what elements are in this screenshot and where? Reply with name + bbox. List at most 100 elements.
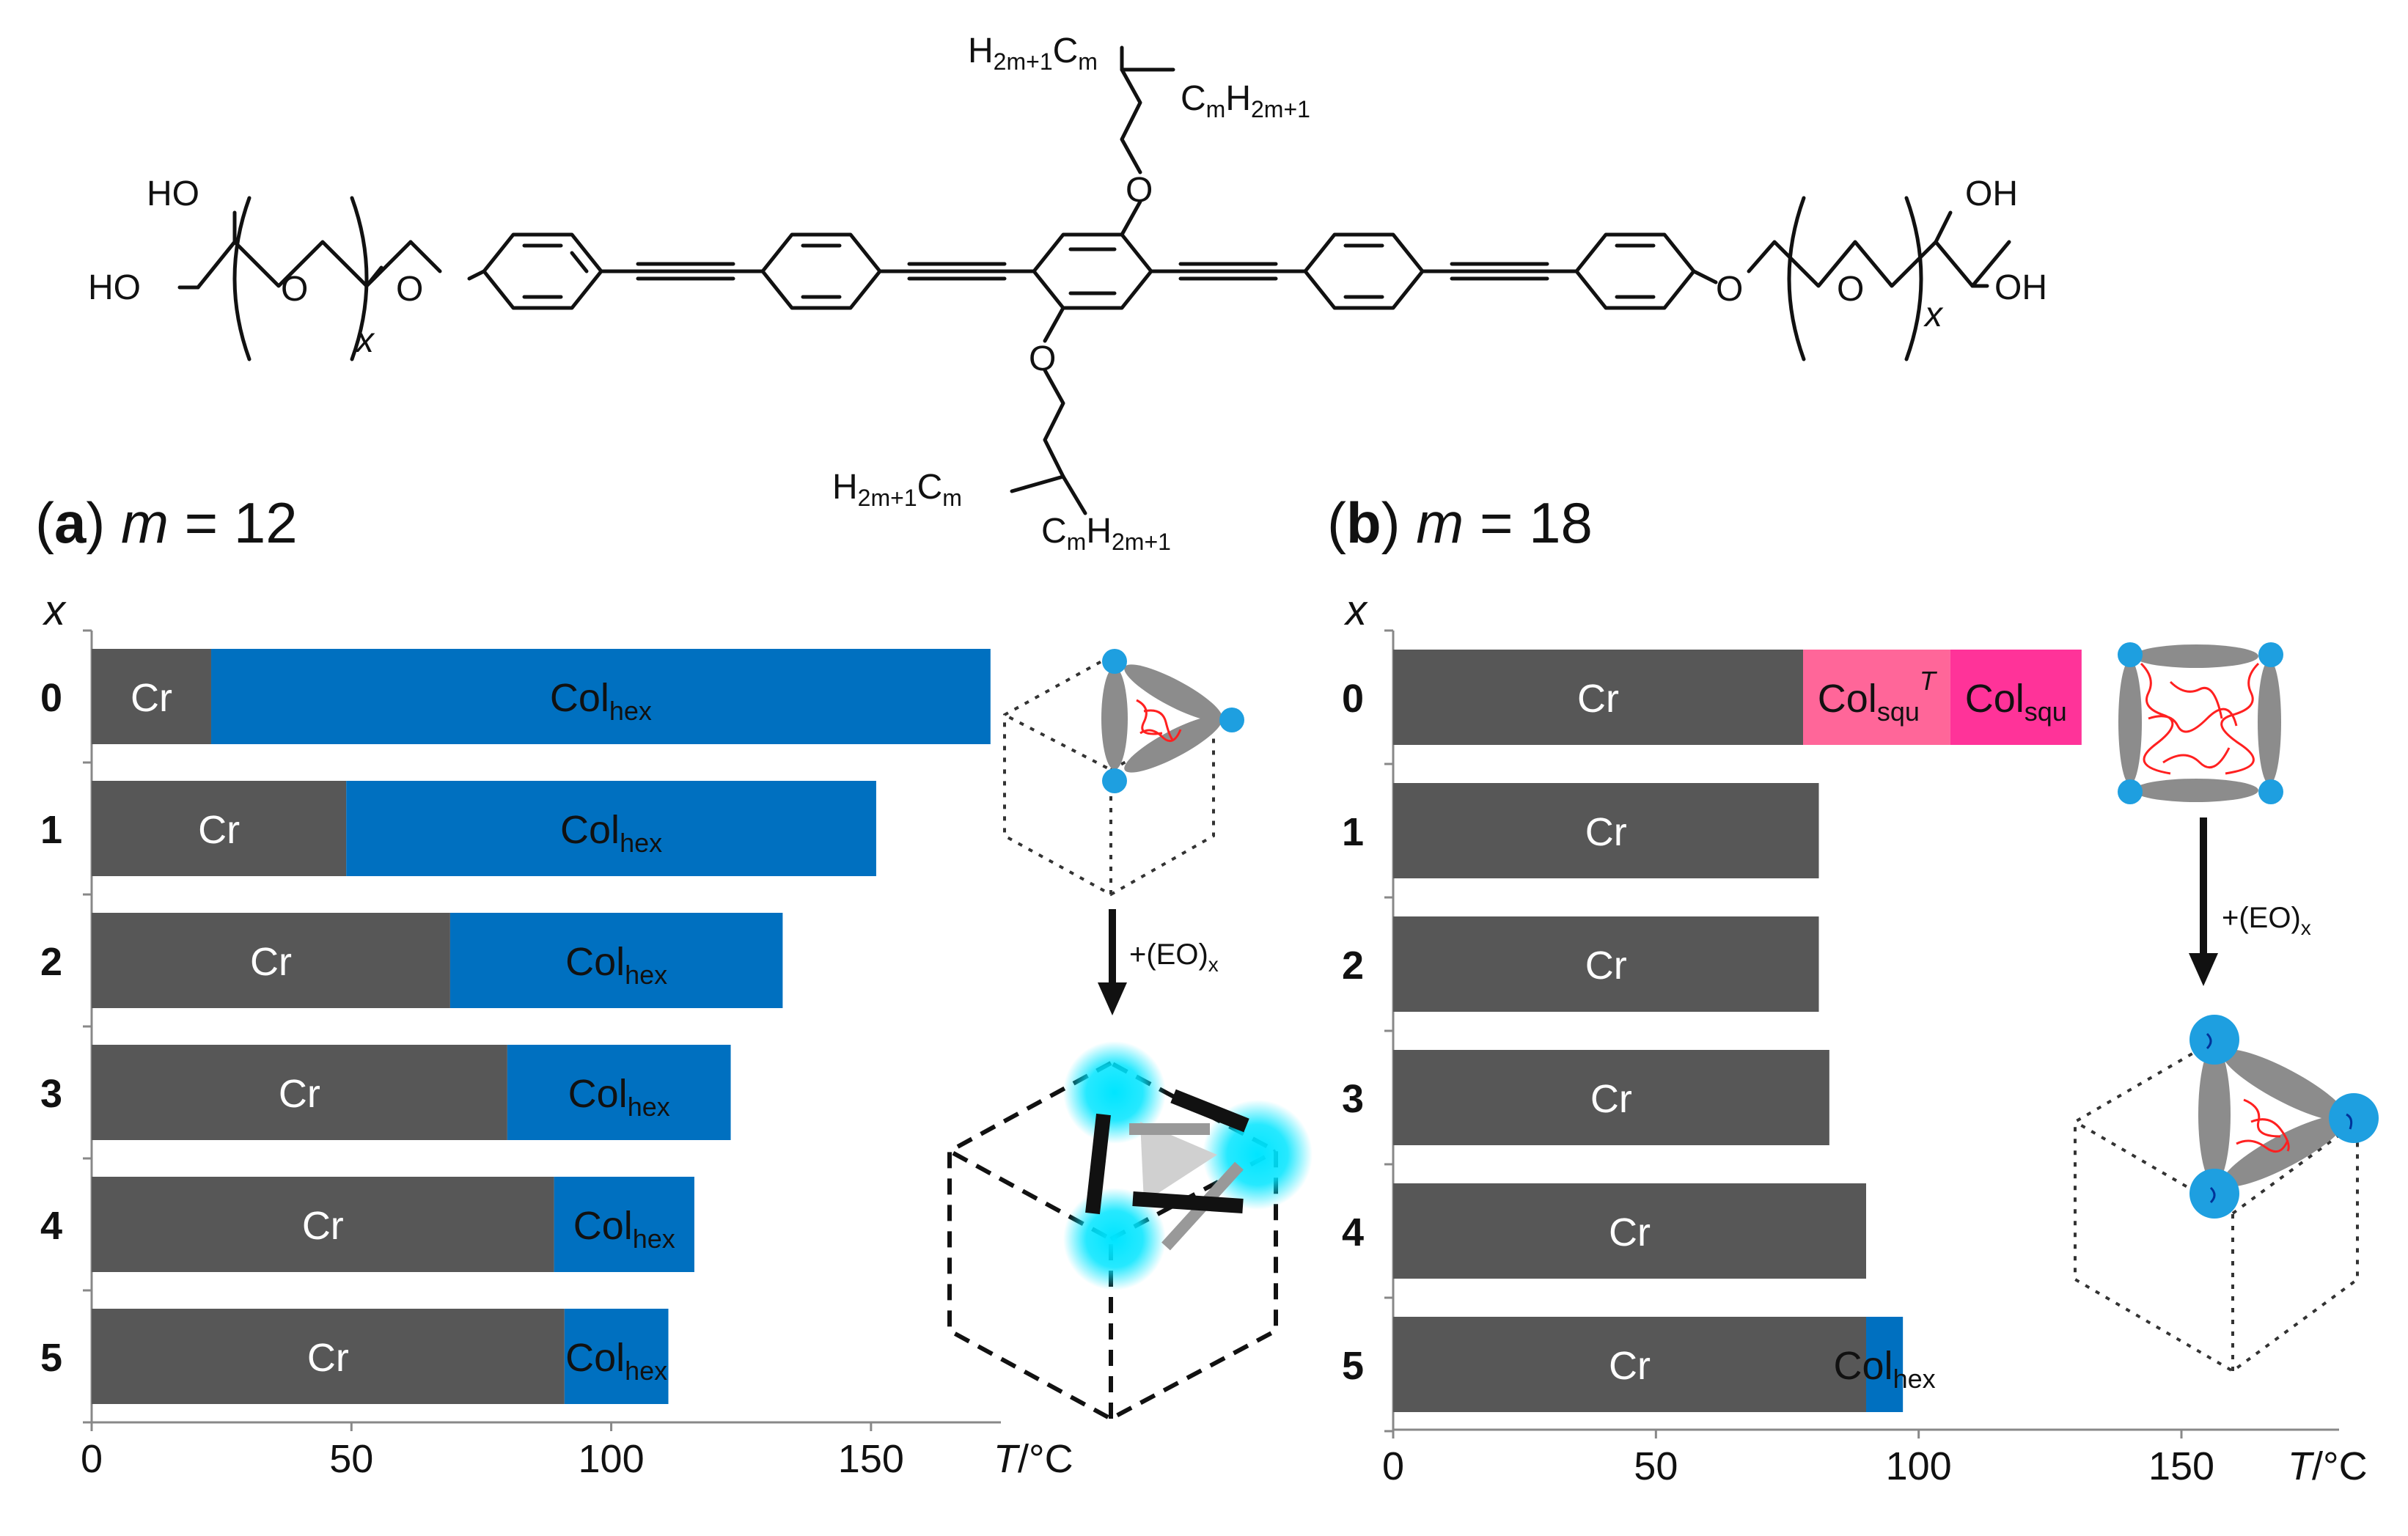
- bar-segment-cr: [1393, 783, 1819, 878]
- bar-segment-cr: [92, 1045, 507, 1140]
- category-label: 3: [40, 1072, 62, 1116]
- label-o-4: O: [1029, 339, 1056, 378]
- category-label: 4: [40, 1204, 62, 1248]
- label-o-5: O: [1716, 270, 1743, 309]
- x-tick-label: 100: [1886, 1444, 1952, 1488]
- cartoon-a-triangle: [1003, 649, 1244, 897]
- bar-label: Cr: [279, 1072, 320, 1116]
- arrow-a-label: +(EO)x: [1129, 938, 1219, 976]
- label-x-right: x: [1923, 295, 1944, 334]
- bar-segment-colhex: [449, 913, 783, 1008]
- alkyl-top-left: H2m+1Cm: [968, 32, 1098, 75]
- bar-segment-cr: [1393, 650, 1803, 745]
- bar-segment-cr: [1393, 1183, 1866, 1279]
- cartoon-a-cube: [947, 1041, 1313, 1422]
- alkyl-top-right: CmH2m+1: [1181, 79, 1310, 122]
- node-icon: [2258, 642, 2283, 667]
- bar-label: Colhex: [568, 1072, 670, 1122]
- label-oh-bottom: OH: [1994, 268, 2047, 307]
- label-ho-top: HO: [147, 174, 199, 213]
- bar-label: Cr: [1609, 1344, 1651, 1388]
- bar-label: ColsquT: [1818, 666, 1938, 727]
- x-tick-label: 150: [2148, 1444, 2214, 1488]
- panel-label-b: (b) m = 18: [1327, 490, 1593, 555]
- y-axis-label: x: [42, 587, 67, 634]
- node-icon: [1102, 649, 1127, 674]
- label-oh-top: OH: [1965, 174, 2018, 213]
- node-icon: [2189, 1015, 2239, 1065]
- node-icon: [2118, 779, 2143, 804]
- label-o-6: O: [1837, 270, 1864, 309]
- node-icon: [1219, 708, 1244, 732]
- x-tick-label: 100: [579, 1437, 645, 1481]
- bar-label: Colsqu: [1965, 677, 2067, 727]
- bar-label: Cr: [1585, 810, 1627, 854]
- label-ho-bottom: HO: [88, 268, 141, 307]
- bar-segment-colhex: [554, 1177, 694, 1272]
- category-label: 0: [1342, 677, 1364, 721]
- bar-label: Cr: [131, 676, 172, 720]
- arrow-b: +(EO)x: [2189, 817, 2311, 986]
- x-tick-label: 50: [329, 1437, 373, 1481]
- x-axis-label: T/°C: [994, 1437, 1073, 1481]
- bar-segment-cr: [92, 781, 347, 876]
- bar-label: Colhex: [565, 940, 667, 990]
- x-tick-label: 150: [838, 1437, 904, 1481]
- panel-label-a: (a) m = 12: [35, 490, 298, 555]
- bar-segment-cr: [1393, 1050, 1829, 1145]
- node-icon: [1102, 768, 1127, 793]
- alkyl-bottom-right: CmH2m+1: [1041, 512, 1171, 555]
- bar-segment-cr: [1393, 916, 1819, 1012]
- bar-segment-colhex: [564, 1309, 669, 1404]
- bar-segment-colsqu: [1950, 650, 2082, 745]
- bar-segment-cr: [1393, 1317, 1866, 1412]
- category-label: 0: [40, 676, 62, 720]
- bar-label: Colhex: [550, 676, 652, 726]
- cartoon-b-triangle: [2074, 1015, 2379, 1373]
- node-icon: [2329, 1093, 2379, 1143]
- bar-segment-cr: [92, 913, 450, 1008]
- category-label: 1: [40, 808, 62, 852]
- label-o-2: O: [396, 270, 423, 309]
- x-tick-label: 50: [1634, 1444, 1678, 1488]
- x-axis-label: T/°C: [2288, 1444, 2368, 1488]
- bar-label: Cr: [198, 808, 240, 852]
- x-tick-label: 0: [81, 1437, 103, 1481]
- bar-segment-colhex: [210, 649, 991, 744]
- category-label: 2: [40, 940, 62, 984]
- bar-segment-colhex: [507, 1045, 731, 1140]
- bar-label: Cr: [1577, 677, 1619, 721]
- x-tick-label: 0: [1382, 1444, 1404, 1488]
- label-o-1: O: [281, 270, 308, 309]
- alkyl-bottom-left: H2m+1Cm: [832, 468, 962, 511]
- label-x-left: x: [355, 321, 375, 360]
- arrow-b-label: +(EO)x: [2222, 902, 2311, 939]
- bar-segment-cr: [92, 1177, 554, 1272]
- bar-label: Colhex: [573, 1204, 675, 1254]
- category-label: 2: [1342, 944, 1364, 988]
- bar-segment-cr: [92, 1309, 565, 1404]
- bar-label: Cr: [1590, 1077, 1632, 1121]
- category-label: 5: [40, 1336, 62, 1380]
- bar-segment-colhex: [346, 781, 876, 876]
- structure-labels: HO HO O x O O O O O x OH OH H2m+1Cm CmH2…: [88, 32, 2047, 555]
- chemical-structure: [177, 45, 2011, 515]
- bar-label: Cr: [307, 1336, 349, 1380]
- bar-segment-colhex: [1866, 1317, 1904, 1412]
- category-label: 5: [1342, 1344, 1364, 1388]
- bar-label: Colhex: [1834, 1344, 1936, 1394]
- bar-label: Cr: [1585, 944, 1627, 988]
- bar-segment-colsquT: [1803, 650, 1950, 745]
- category-label: 4: [1342, 1210, 1364, 1254]
- bar-segment-cr: [92, 649, 211, 744]
- category-label: 3: [1342, 1077, 1364, 1121]
- cartoon-b-square: [2118, 642, 2283, 804]
- bar-label: Colhex: [565, 1336, 667, 1386]
- node-icon: [2118, 642, 2143, 667]
- bar-label: Cr: [302, 1204, 344, 1248]
- bar-label: Colhex: [560, 808, 662, 858]
- y-axis-label: x: [1343, 587, 1368, 634]
